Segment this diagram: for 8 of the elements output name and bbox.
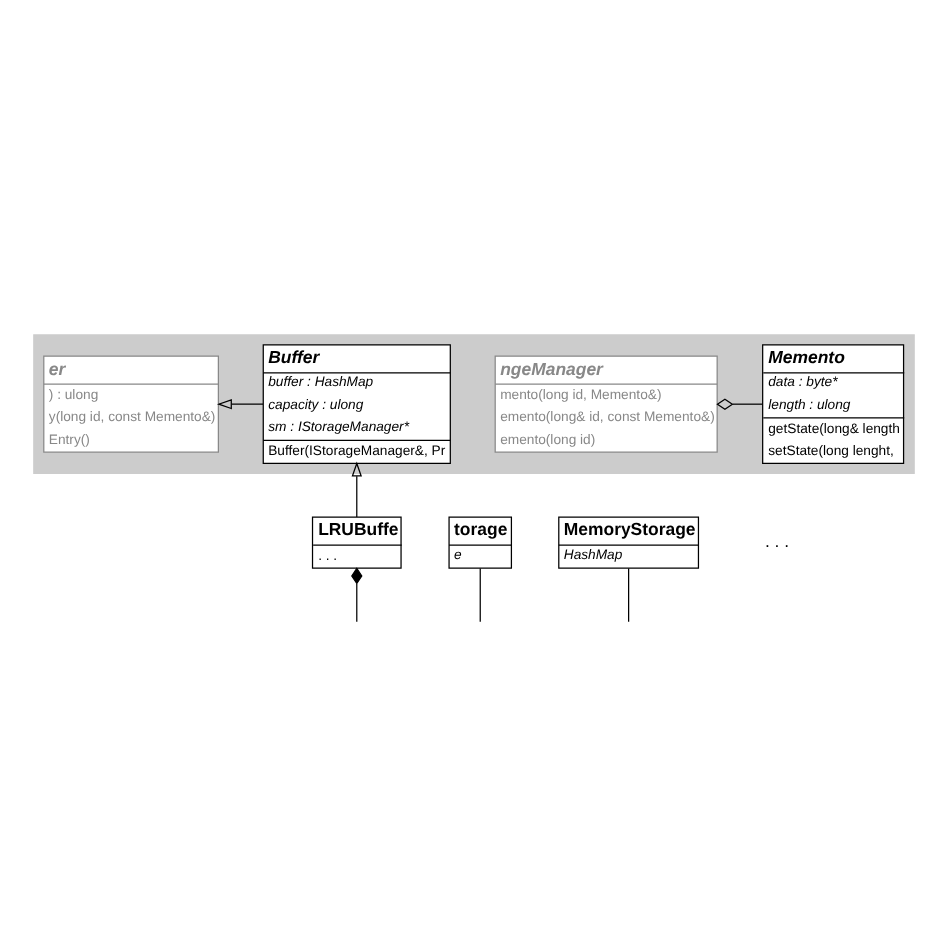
label: . . .	[764, 531, 790, 552]
arrow	[216, 398, 264, 410]
arrow	[351, 461, 363, 518]
cluster	[33, 334, 915, 474]
connector	[628, 567, 630, 623]
connector	[356, 583, 358, 623]
connector	[479, 567, 481, 623]
connector	[716, 398, 764, 410]
